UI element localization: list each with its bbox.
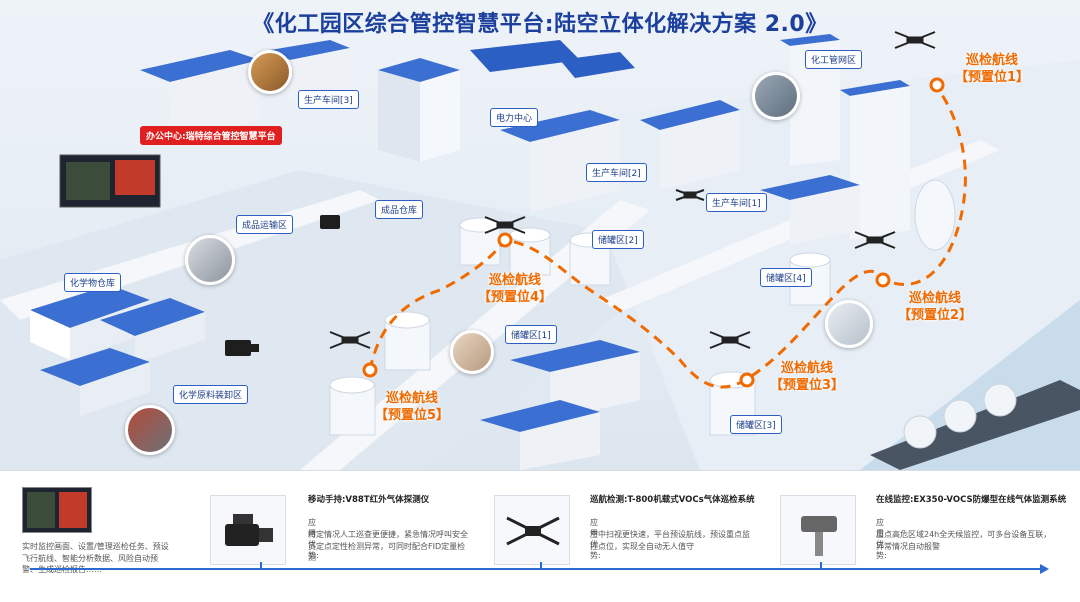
park-scene-graphics (0, 31, 1080, 470)
product-title-online: 在线监控:EX350-VOCS防爆型在线气体监测系统 (876, 495, 1067, 505)
photo-thumbnail-sphere-tanks (825, 300, 873, 348)
label-tank-area-4: 储罐区[4] (760, 268, 812, 287)
timeline-line (30, 568, 1040, 570)
camera-icon (225, 215, 340, 356)
photo-thumbnail-pipe (752, 72, 800, 120)
product-adv-text-drone: 空中扫视更快速，平台预设航线，预设重点监控点位，实现全自动无人值守 (590, 530, 750, 551)
timeline-tick (260, 562, 262, 570)
product-adv-text-handheld: 特定情况人工巡查更便捷，紧急情况呼叫安全员定点定性检测异常，可同时配合FID定量… (308, 530, 468, 562)
camera-icon (225, 514, 273, 546)
label-production-3: 生产车间[3] (298, 90, 359, 109)
label-tank-area-1: 储罐区[1] (505, 325, 557, 344)
photo-thumbnail-tanker (125, 405, 175, 455)
online-monitor-image (780, 495, 856, 565)
route-label-2: 巡检航线 【预置位2】 (898, 291, 973, 323)
product-adv-label-handheld: 应用优势: (308, 518, 319, 560)
drone-icon (506, 516, 560, 546)
label-production-1: 生产车间[1] (706, 193, 767, 212)
photo-thumbnail-factory (248, 50, 292, 94)
monitor-screenshot (22, 487, 92, 533)
route-label-4: 巡检航线 【预置位4】 (478, 273, 553, 305)
product-adv-label-online: 应用优势: (876, 518, 887, 560)
timeline-arrow-icon (1040, 564, 1049, 574)
label-product-warehouse: 成品仓库 (375, 200, 424, 219)
label-chemical-pipe: 化工管网区 (805, 50, 863, 69)
tank-icon (329, 179, 956, 436)
label-tank-area-2: 储罐区[2] (592, 230, 644, 249)
label-office-center: 办公中心:瑞特综合管控智慧平台 (140, 126, 282, 145)
monitor-device-icon (801, 516, 837, 556)
park-illustration: 《化工园区综合管控智慧平台:陆空立体化解决方案 2.0》 化工管网区 生产车间[… (0, 0, 1080, 470)
monitor-description: 实时监控画面、设置/管理巡检任务、预设飞行航线、智能分析数据、风险自动预警、生成… (22, 542, 169, 574)
label-power-center: 电力中心 (490, 108, 539, 127)
label-chem-warehouse: 化学物仓库 (64, 273, 122, 292)
product-title-drone: 巡航检测:T-800机载式VOCs气体巡检系统 (590, 495, 755, 505)
photo-thumbnail-tank (450, 330, 494, 374)
drone-system-image (494, 495, 570, 565)
route-label-1: 巡检航线 【预置位1】 (955, 53, 1030, 85)
timeline-tick (540, 562, 542, 570)
timeline-tick (820, 562, 822, 570)
ship-icon (870, 380, 1080, 470)
route-label-5: 巡检航线 【预置位5】 (375, 391, 450, 423)
page-title: 《化工园区综合管控智慧平台:陆空立体化解决方案 2.0》 (252, 12, 828, 37)
product-info-bar: 实时监控画面、设置/管理巡检任务、预设飞行航线、智能分析数据、风险自动预警、生成… (0, 470, 1080, 602)
product-adv-text-online: 重点高危区域24h全天候监控，可多台设备互联，异常情况自动报警 (876, 530, 1052, 551)
product-title-handheld: 移动手持:V88T红外气体探测仪 (308, 495, 430, 505)
office-tower (378, 58, 460, 162)
inspection-route-path (368, 84, 967, 389)
label-production-2: 生产车间[2] (586, 163, 647, 182)
photo-thumbnail-truck (185, 235, 235, 285)
label-product-transport: 成品运输区 (236, 215, 294, 234)
warehouse-group-left (30, 285, 205, 416)
label-raw-unload: 化学原料装卸区 (173, 385, 249, 404)
drone-icon (329, 31, 936, 349)
label-tank-area-3: 储罐区[3] (730, 415, 782, 434)
product-adv-label-drone: 应用优势: (590, 518, 601, 560)
route-label-3: 巡检航线 【预置位3】 (770, 361, 845, 393)
handheld-detector-image (210, 495, 286, 565)
